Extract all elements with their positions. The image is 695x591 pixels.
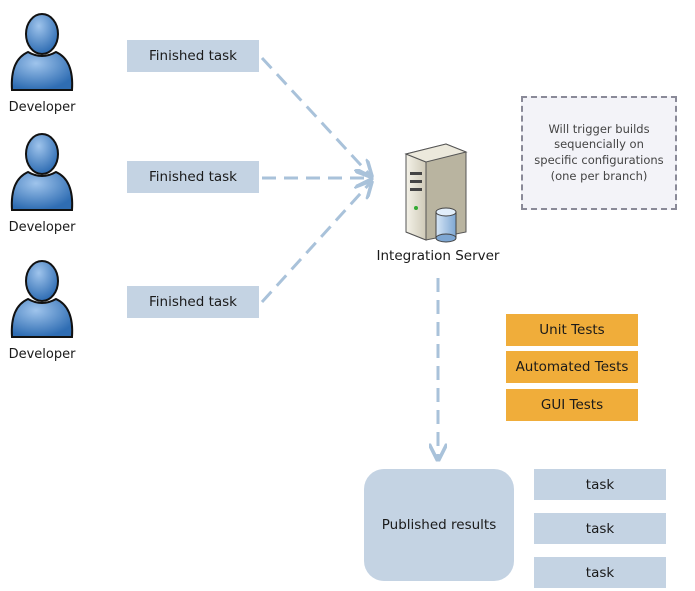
note-box: Will trigger builds sequencially on spec… [521,96,677,210]
arrow-task1-to-server [260,56,370,175]
developer-1: Developer [2,8,82,115]
published-results: Published results [364,469,514,581]
result-task-box: task [534,469,666,500]
developer-label: Developer [8,347,76,362]
arrow-task3-to-server [260,183,370,304]
server-icon [404,143,468,243]
note-text: Will trigger builds sequencially on spec… [534,121,664,183]
result-task-box: task [534,513,666,544]
developer-label: Developer [8,220,76,235]
server-label: Integration Server [376,248,500,264]
test-box-unit: Unit Tests [506,314,638,346]
test-box-gui: GUI Tests [506,389,638,421]
result-task-box: task [534,557,666,588]
person-icon [10,13,74,91]
integration-server: Integration Server [368,140,508,265]
finished-task-box: Finished task [127,161,259,193]
person-icon [10,133,74,211]
finished-task-box: Finished task [127,286,259,318]
developer-2: Developer [2,128,82,235]
developer-label: Developer [8,100,76,115]
test-box-automated: Automated Tests [506,351,638,383]
finished-task-box: Finished task [127,40,259,72]
person-icon [10,260,74,338]
developer-3: Developer [2,255,82,362]
